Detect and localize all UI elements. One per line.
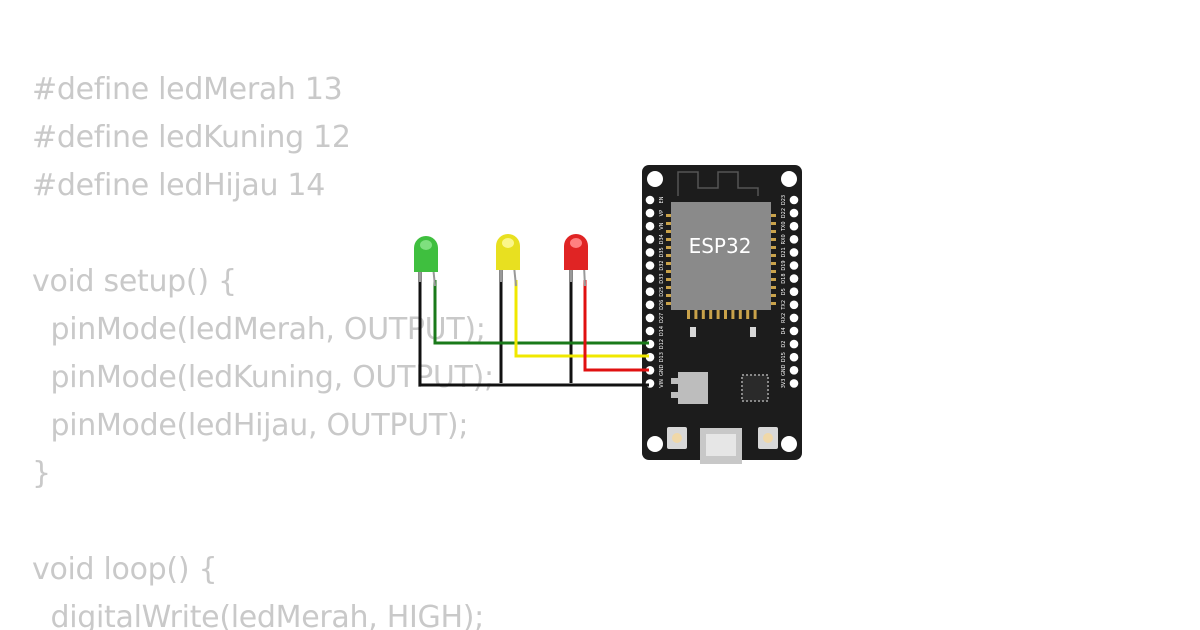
esp32-board[interactable]: ESP32 ENVPVND34D35D32D33D25D26D27D14D12D… xyxy=(642,165,802,464)
pin-d21[interactable] xyxy=(789,248,799,257)
pin-label: 3V3 xyxy=(781,379,787,389)
code-line: pinMode(ledHijau, OUTPUT); xyxy=(32,408,469,443)
pin-label: D5 xyxy=(781,288,787,295)
led-yellow[interactable] xyxy=(496,234,520,287)
pin-d32[interactable] xyxy=(645,261,655,270)
pin-label: D14 xyxy=(659,326,665,336)
pin-vp[interactable] xyxy=(645,208,655,218)
pin-d14[interactable] xyxy=(645,326,655,336)
wire-red xyxy=(583,280,649,372)
pin-d19[interactable] xyxy=(789,261,799,270)
pin-vn[interactable] xyxy=(645,221,655,231)
code-line: void setup() { xyxy=(32,264,237,299)
pin-label: D21 xyxy=(781,247,787,257)
pin-label: D13 xyxy=(659,352,665,362)
pin-d33[interactable] xyxy=(645,274,655,283)
pin-label: GND xyxy=(659,364,665,376)
pin-label: TX2 xyxy=(781,300,787,311)
pin-tx2[interactable] xyxy=(789,300,799,310)
pin-en[interactable] xyxy=(645,195,655,205)
pin-d15[interactable] xyxy=(789,352,799,362)
pin-label: GND xyxy=(781,364,787,376)
pin-gnd[interactable] xyxy=(645,366,655,375)
wire-ground-green xyxy=(418,270,649,387)
pin-gnd[interactable] xyxy=(789,366,799,375)
pin-d34[interactable] xyxy=(645,235,655,244)
pin-3v3[interactable] xyxy=(789,379,799,388)
code-line: digitalWrite(ledMerah, HIGH); xyxy=(32,600,484,630)
pin-label: D18 xyxy=(781,273,787,283)
pin-label: D12 xyxy=(659,339,665,349)
antenna-trace xyxy=(677,171,759,196)
code-line: pinMode(ledMerah, OUTPUT); xyxy=(32,312,486,347)
pin-label: RX2 xyxy=(781,313,787,323)
pin-label: D22 xyxy=(781,208,787,218)
pin-label: VN xyxy=(659,222,665,229)
pin-label: D27 xyxy=(659,313,665,323)
pin-label: EN xyxy=(659,196,665,203)
wire-yellow xyxy=(514,280,649,358)
pin-label: TX0 xyxy=(781,221,787,232)
led-red[interactable] xyxy=(564,234,588,287)
pin-d27[interactable] xyxy=(645,313,655,323)
pin-tx0[interactable] xyxy=(789,221,799,231)
pin-label: D33 xyxy=(659,273,665,283)
pin-label: D32 xyxy=(659,260,665,270)
pin-rx2[interactable] xyxy=(789,313,799,323)
pin-label: D4 xyxy=(781,327,787,334)
pin-label: VP xyxy=(659,210,665,216)
pin-d23[interactable] xyxy=(789,195,799,205)
pin-d26[interactable] xyxy=(645,300,655,310)
pin-d4[interactable] xyxy=(789,326,799,336)
led-green[interactable] xyxy=(414,236,438,287)
module-pads xyxy=(666,214,776,337)
usb-chip xyxy=(741,374,769,402)
code-line: pinMode(ledKuning, OUTPUT); xyxy=(32,360,494,395)
pin-d35[interactable] xyxy=(645,248,655,257)
code-line: #define ledKuning 12 xyxy=(32,120,351,155)
pin-d22[interactable] xyxy=(789,208,799,218)
pin-d2[interactable] xyxy=(789,339,799,349)
pin-label: RX0 xyxy=(781,234,787,244)
code-line: } xyxy=(32,456,51,491)
pin-label: D19 xyxy=(781,260,787,270)
pin-label: D35 xyxy=(659,247,665,257)
wire-green xyxy=(433,280,649,345)
code-line: #define ledHijau 14 xyxy=(32,168,326,203)
pin-label: D26 xyxy=(659,300,665,310)
pin-label: D25 xyxy=(659,287,665,297)
pin-label: D23 xyxy=(781,195,787,205)
pin-d18[interactable] xyxy=(789,274,799,283)
chip-label: ESP32 xyxy=(689,234,752,258)
pin-label: D2 xyxy=(781,341,787,348)
code-line: #define ledMerah 13 xyxy=(32,72,343,107)
pin-label: D34 xyxy=(659,234,665,244)
pin-label: VIN xyxy=(659,379,665,388)
voltage-regulator xyxy=(678,372,708,404)
pin-d25[interactable] xyxy=(645,287,655,297)
code-line: void loop() { xyxy=(32,552,218,587)
pin-d5[interactable] xyxy=(789,287,799,297)
code-editor[interactable]: #define ledMerah 13 #define ledKuning 12… xyxy=(32,66,652,630)
wires xyxy=(418,270,649,387)
pin-rx0[interactable] xyxy=(789,235,799,244)
pin-label: D15 xyxy=(781,352,787,362)
esp32-module xyxy=(671,202,771,310)
